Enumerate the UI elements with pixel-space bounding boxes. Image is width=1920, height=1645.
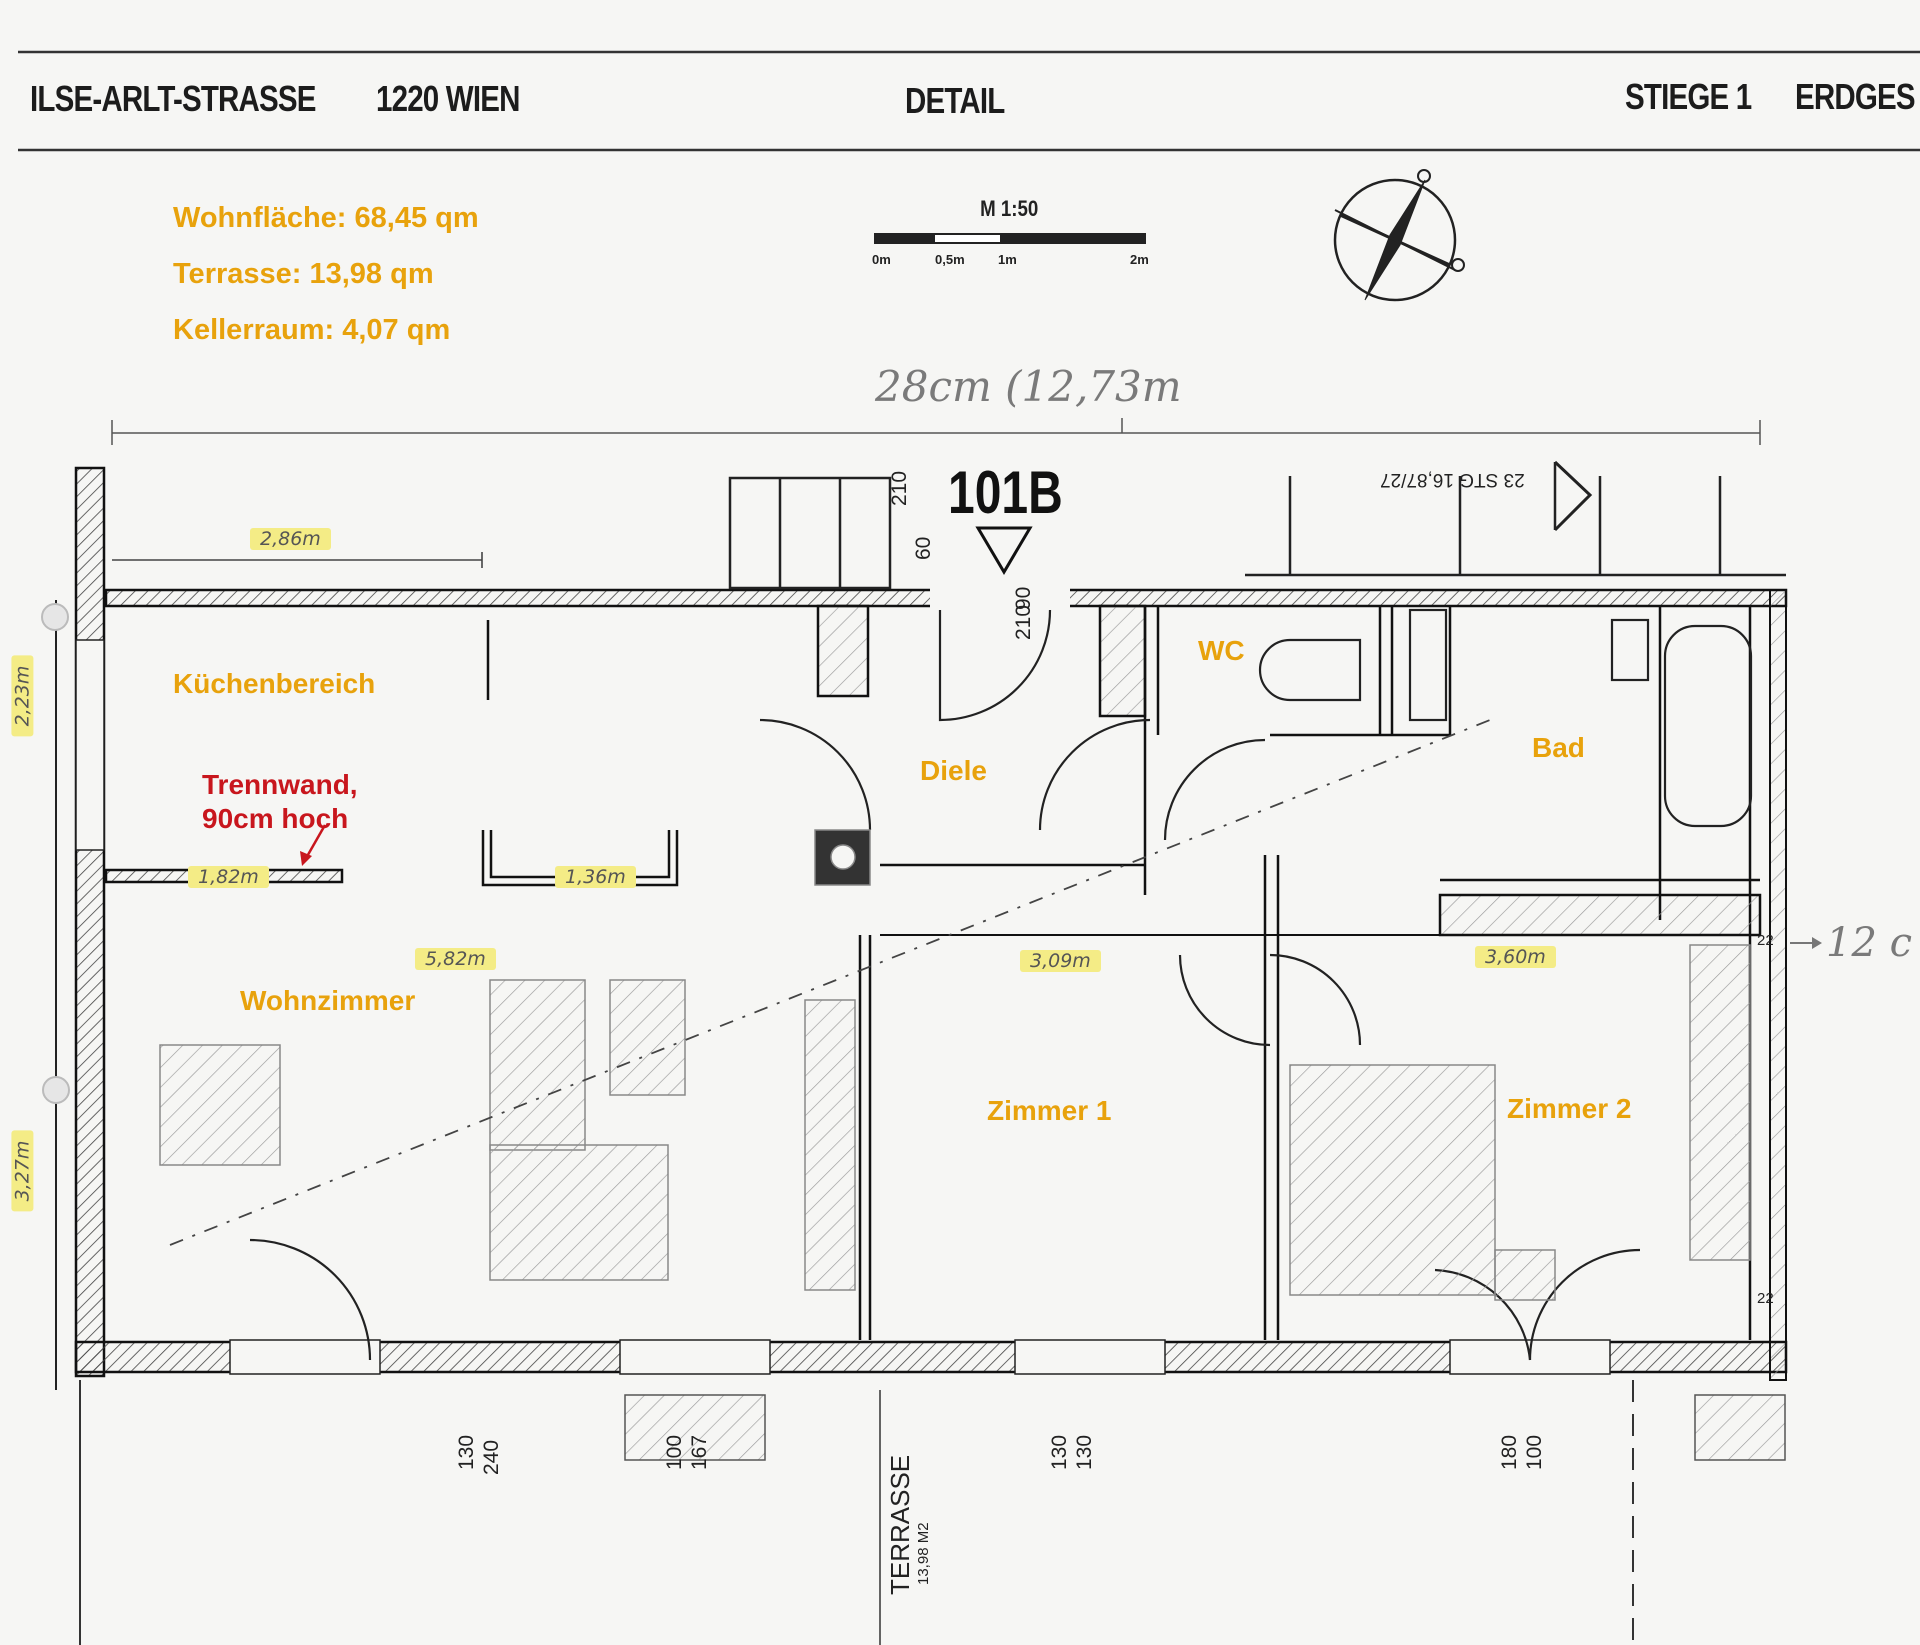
dim-partition-right: 1,36m [555,866,636,888]
room-label-room2: Zimmer 2 [1507,1093,1632,1124]
partition-note-line1: Trennwand, [202,769,358,800]
handwritten-width: 28cm (12,73m [875,362,1182,411]
light-well-2 [1694,1394,1786,1461]
door-code-right-bottom: 22 [1757,1290,1774,1307]
door-swings [249,609,1641,1361]
margin-note: 12 c [1826,920,1913,966]
bathroom-fixtures [1258,608,1753,828]
scale-tick-0: 0m [872,252,891,267]
annotation-arrow [303,824,327,861]
dim-living-width: 5,82m [415,948,496,970]
window-code-4b: 100 [1523,1434,1546,1470]
header-address: ILSE-ARLT-STRASSE [30,78,316,119]
header-floor: ERDGES [1795,76,1916,117]
door-code-upper-a: 210 [888,470,911,506]
light-well-1 [624,1394,766,1461]
scale-tick-05: 0,5m [935,252,965,267]
dim-kitchen-width: 2,86m [250,528,331,550]
partition-note-line2: 90cm hoch [202,803,349,834]
window-code-2b: 167 [688,1434,711,1470]
header-city: 1220 WIEN [376,78,520,119]
terrace-area-label: 13,98 M2 [915,1522,932,1585]
window-code-1a: 130 [455,1434,478,1470]
area-living: Wohnfläche: 68,45 qm [173,202,479,234]
kitchen-partition [104,620,679,887]
terrace-label: TERRASSE [885,1454,915,1595]
window-code-3a: 130 [1048,1434,1071,1470]
room-label-living: Wohnzimmer [240,985,416,1016]
area-terrace: Terrasse: 13,98 qm [173,258,434,290]
area-cellar: Kellerraum: 4,07 qm [173,314,451,346]
scale-bar [874,233,1146,244]
scale-tick-1: 1m [998,252,1017,267]
room-label-room1: Zimmer 1 [987,1095,1112,1126]
dim-living-height: 3,27m [11,1130,34,1212]
window-opening-2 [619,1339,771,1375]
kitchen-window [75,639,105,851]
stairs-label: 23 STG 16,87/27 [1380,469,1525,490]
window-code-1b: 240 [480,1439,503,1475]
scale-tick-2: 2m [1130,252,1149,267]
header-stair: STIEGE 1 [1625,76,1752,117]
corridor-structure [728,460,1786,590]
unit-id: 101B [948,459,1063,526]
dim-kitchen-height: 2,23m [11,655,34,737]
section-line [169,719,1491,1246]
interior-walls [816,604,1762,1340]
room-label-hall: Diele [920,755,987,786]
window-code-2a: 100 [663,1434,686,1470]
punch-hole-bottom [42,1076,70,1104]
door-code-right-edge: 22 [1757,932,1774,949]
entrance-opening [930,588,1070,608]
partition-note: Trennwand, 90cm hoch [202,768,358,836]
entrance-marker [975,526,1033,575]
window-opening-3 [1014,1339,1166,1375]
dim-partition-left: 1,82m [188,866,269,888]
dim-room2-width: 3,60m [1475,946,1556,968]
door-code-upper-b: 60 [912,536,935,560]
compass-rose [1333,169,1465,302]
room-label-kitchen: Küchenbereich [173,668,376,699]
window-code-3b: 130 [1073,1434,1096,1470]
window-code-4a: 180 [1498,1434,1521,1470]
dim-room1-width: 3,09m [1020,950,1101,972]
room-label-bath: Bad [1532,732,1585,763]
punch-hole-top [41,603,69,631]
door-code-entrance-b: 210 [1012,604,1035,640]
header-title: DETAIL [905,80,1005,121]
furniture [159,829,1751,1301]
window-opening-1 [229,1339,381,1375]
room-label-wc: WC [1198,635,1245,666]
scale-label: M 1:50 [980,196,1039,221]
